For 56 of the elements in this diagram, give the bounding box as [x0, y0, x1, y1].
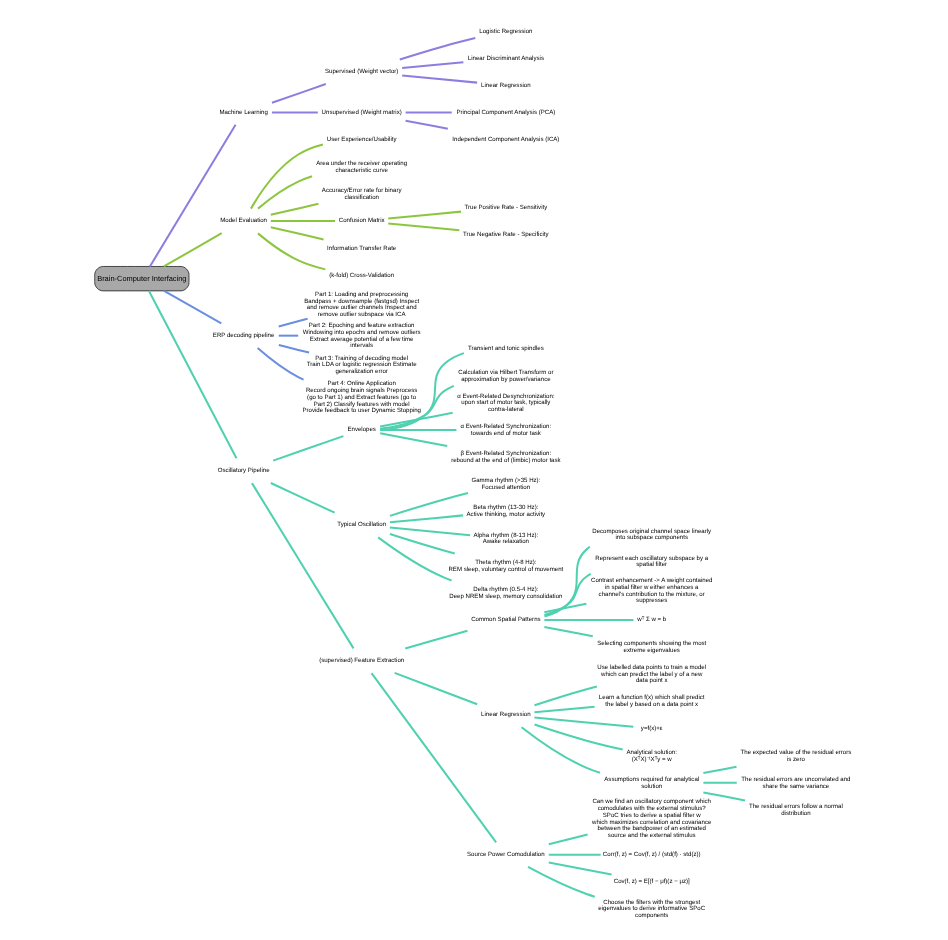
connector — [269, 482, 335, 514]
connector — [255, 347, 303, 381]
connector — [269, 220, 335, 222]
connector — [388, 533, 454, 555]
connector — [526, 866, 595, 898]
connector — [387, 210, 461, 220]
connector — [543, 626, 592, 638]
connector — [147, 290, 237, 459]
connector — [404, 111, 451, 114]
connector — [379, 352, 464, 432]
connector — [379, 432, 447, 448]
connector — [256, 175, 312, 210]
connector — [533, 716, 633, 728]
connector — [401, 74, 477, 84]
connector — [702, 765, 736, 775]
connector — [388, 492, 468, 517]
connector — [379, 428, 456, 431]
connector — [249, 143, 323, 210]
connector — [277, 343, 309, 354]
connector — [547, 853, 600, 856]
connector — [519, 726, 600, 774]
connector — [403, 629, 467, 650]
connector — [547, 861, 611, 876]
connector — [277, 317, 307, 328]
connector — [269, 226, 323, 241]
connector — [269, 202, 318, 216]
connector — [376, 536, 451, 582]
connector — [543, 545, 590, 618]
connector — [702, 781, 736, 784]
connector — [533, 685, 597, 707]
connector — [270, 83, 326, 104]
connector — [270, 111, 317, 114]
connector — [547, 833, 587, 846]
connector — [543, 618, 633, 621]
connector — [256, 232, 325, 271]
connector — [388, 526, 470, 537]
connector — [148, 124, 236, 267]
connector — [378, 384, 454, 430]
connector — [702, 791, 745, 802]
connector — [162, 290, 221, 325]
connector — [543, 573, 591, 616]
connector — [271, 435, 343, 462]
connector — [533, 723, 622, 751]
connector — [393, 671, 477, 706]
connector — [401, 61, 463, 69]
connector — [533, 705, 594, 714]
connector — [387, 222, 459, 232]
connector — [162, 232, 222, 268]
connector — [398, 37, 475, 61]
connector — [404, 119, 448, 130]
connector — [378, 411, 452, 428]
connector — [277, 334, 298, 337]
connector — [369, 672, 496, 843]
connector — [543, 602, 586, 614]
connector — [388, 514, 463, 524]
connector — [250, 482, 354, 649]
